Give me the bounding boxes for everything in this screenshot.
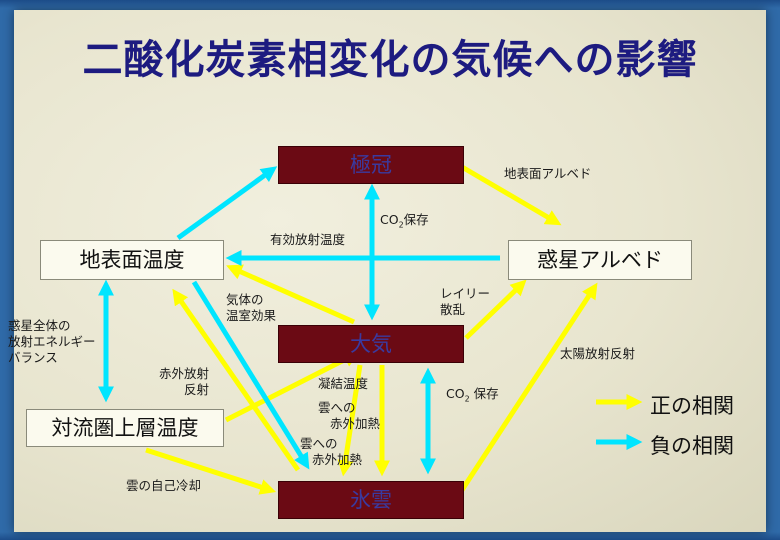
label-cloud-ir-line2: 赤外加熱: [330, 416, 381, 431]
legend-negative-label: 負の相関: [650, 434, 734, 458]
page-title: 二酸化炭素相変化の気候への影響: [82, 37, 698, 83]
label-cloud-ir2-line2: 赤外加熱: [312, 452, 363, 467]
label-energy-line2: 放射エネルギー: [8, 334, 96, 349]
node-upper-troposphere-temp: 対流圏上層温度: [26, 409, 224, 447]
label-condensation-temp: 凝結温度: [318, 376, 369, 391]
label-co2-top-suffix: 保存: [403, 212, 429, 227]
label-co2-mid-suffix: 保存: [469, 386, 499, 401]
label-cloud-ir-heating: 雲への 赤外加熱: [318, 400, 380, 432]
label-energy-line1: 惑星全体の: [8, 318, 71, 333]
label-greenhouse-line1: 気体の: [226, 292, 264, 307]
label-rayleigh-line2: 散乱: [440, 302, 466, 317]
label-greenhouse-line2: 温室効果: [226, 308, 277, 323]
arrow-upper-to-atmos: [224, 352, 360, 423]
label-surface-albedo: 地表面アルベド: [504, 166, 592, 181]
arrow-atmos-to-albedo: [464, 279, 527, 340]
label-energy-line3: バランス: [8, 350, 58, 365]
arrow-atmos-to-cloud-b: [337, 364, 363, 477]
label-solar-reflection: 太陽放射反射: [560, 346, 636, 361]
label-co2-top-sub: 2: [398, 220, 404, 230]
label-cloud-ir2-line1: 雲への: [300, 436, 338, 451]
label-cloud-ir-line1: 雲への: [318, 400, 356, 415]
label-greenhouse-effect: 気体の 温室効果: [226, 292, 276, 324]
label-ir-reflection: 赤外放射 反射: [150, 366, 209, 398]
legend-positive-label: 正の相関: [650, 394, 734, 418]
label-co2-mid-sub: 2: [464, 394, 470, 404]
arrow-cloud-to-surface: [172, 288, 301, 472]
label-effective-emission-temp: 有効放射温度: [270, 232, 346, 247]
arrow-atmos-to-surface: [226, 264, 356, 325]
node-atmosphere: 大気: [278, 325, 464, 363]
label-energy-balance: 惑星全体の 放射エネルギー バランス: [8, 318, 96, 366]
node-ice-cloud: 氷雲: [278, 481, 464, 519]
arrow-surface-to-cloud: [191, 280, 310, 470]
label-ir-line2: 反射: [184, 382, 210, 397]
label-cloud-ir-heating-2: 雲への 赤外加熱: [300, 436, 362, 468]
label-rayleigh-line1: レイリー: [440, 286, 491, 301]
node-planet-albedo: 惑星アルベド: [508, 240, 692, 280]
arrow-icecap-to-albedo: [460, 164, 562, 226]
arrow-cloud-to-albedo: [459, 282, 598, 492]
arrow-surface-to-icecap: [176, 166, 278, 241]
label-co2-storage-top: CO2保存: [380, 212, 429, 234]
arrow-upper-to-cloud: [145, 447, 277, 495]
label-co2-top-prefix: CO: [380, 212, 399, 227]
node-icecap: 極冠: [278, 146, 464, 184]
node-surface-temperature: 地表面温度: [40, 240, 224, 280]
label-rayleigh-scattering: レイリー 散乱: [440, 286, 490, 318]
label-ir-line1: 赤外放射: [159, 366, 210, 381]
label-co2-storage-mid: CO2 保存: [446, 386, 499, 408]
label-cloud-self-cooling: 雲の自己冷却: [126, 478, 202, 493]
label-co2-mid-prefix: CO: [446, 386, 465, 401]
